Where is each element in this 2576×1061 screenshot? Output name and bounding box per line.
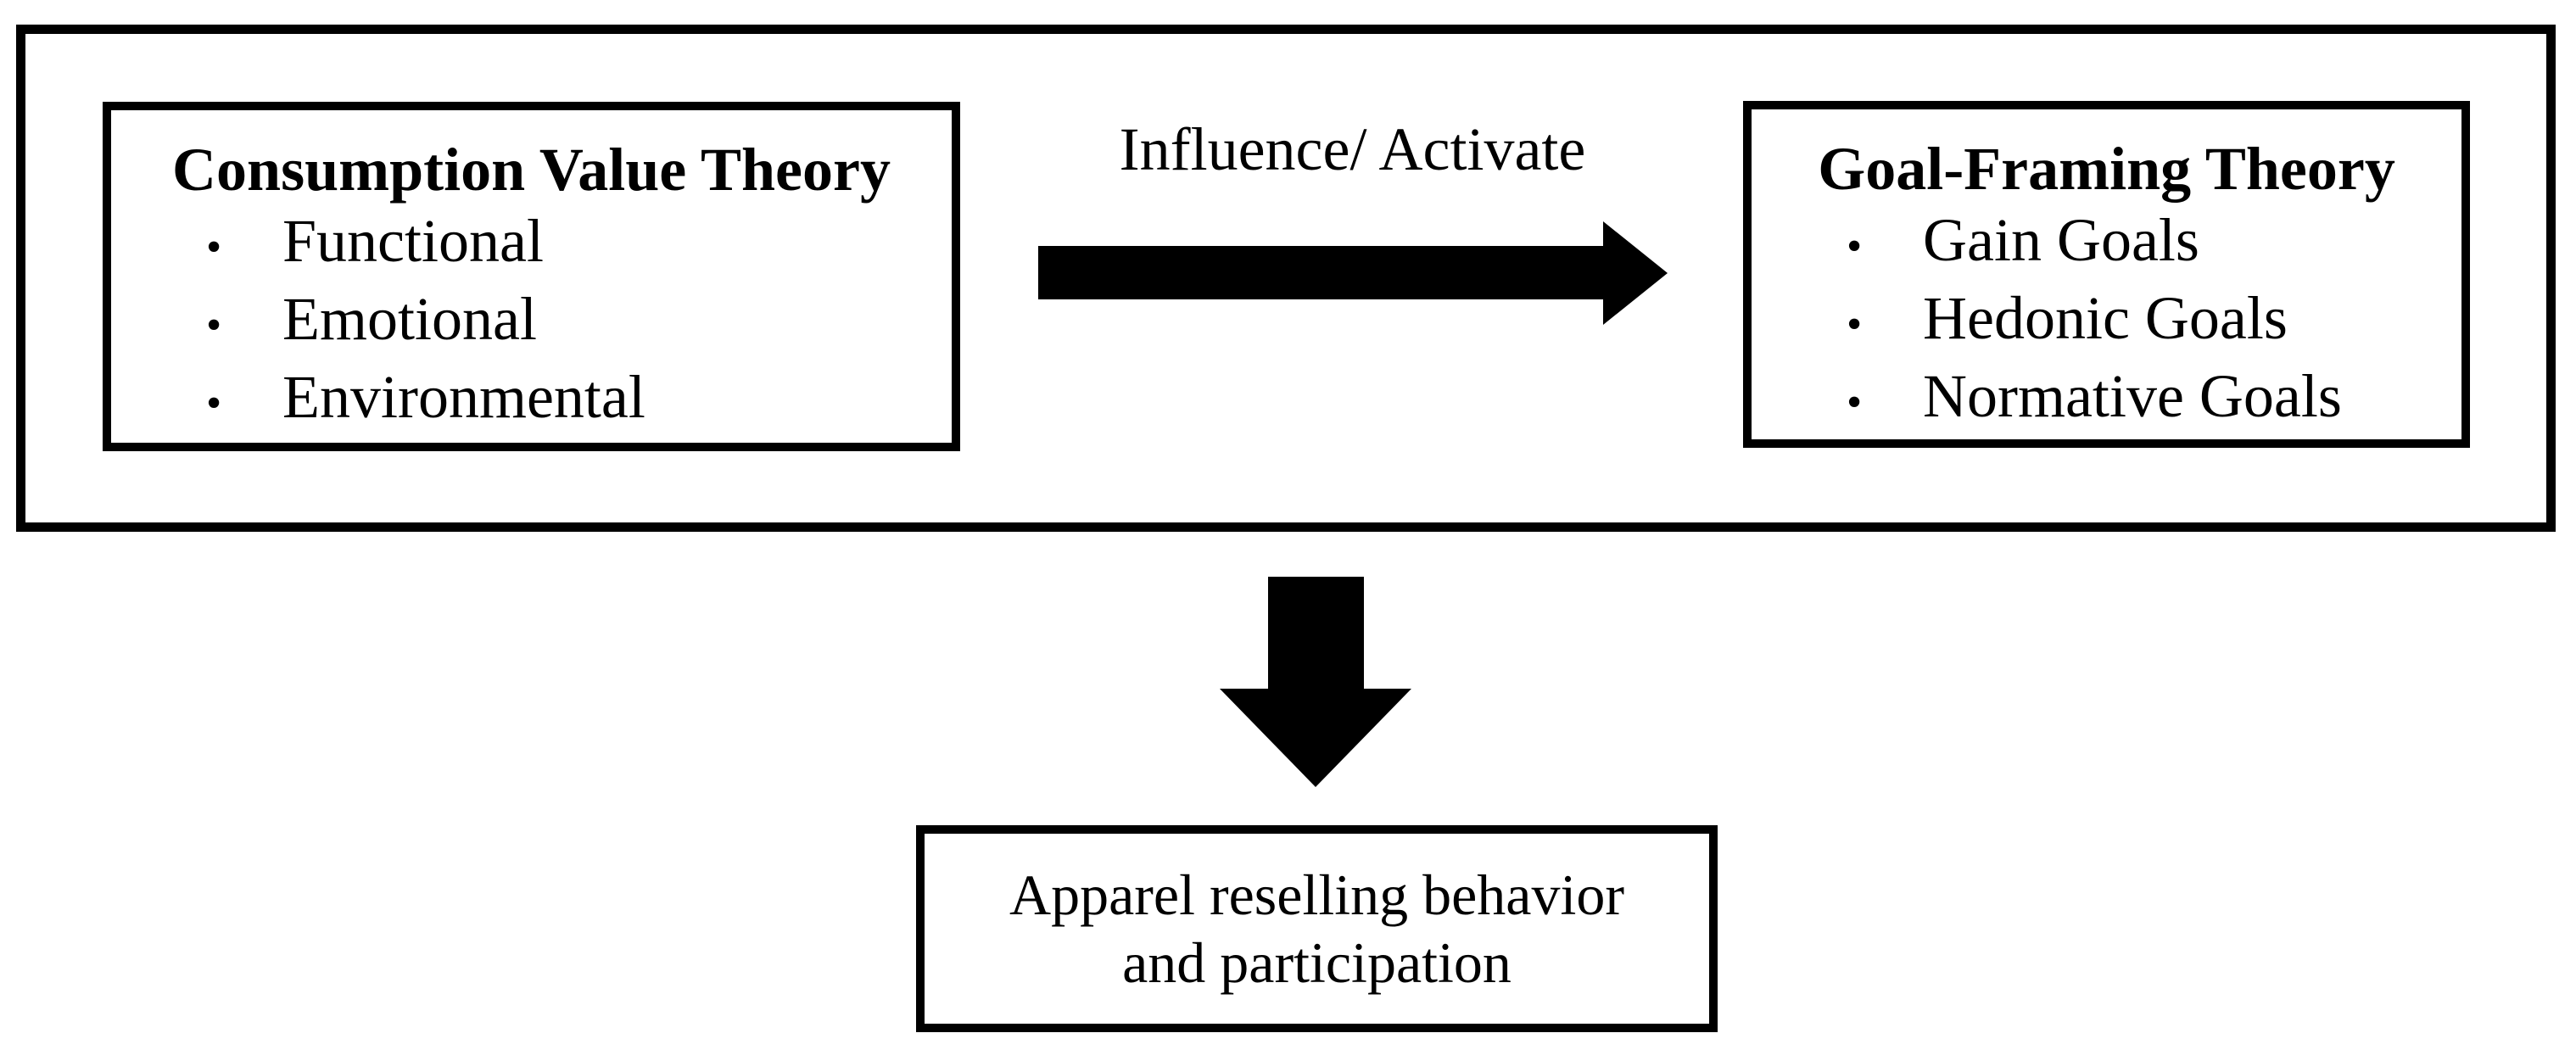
list-item-label: Normative Goals [1923, 362, 2342, 430]
list-item: • Gain Goals [1752, 204, 2461, 282]
bullet-icon: • [1847, 378, 1863, 427]
list-item-label: Environmental [282, 363, 645, 431]
influence-activate-label: Influence/ Activate [1119, 115, 1586, 183]
bullet-icon: • [206, 379, 222, 427]
list-item-label: Emotional [282, 285, 537, 353]
outcome-box: Apparel reselling behavior and participa… [916, 825, 1718, 1032]
right-arrow-shaft [1038, 246, 1603, 299]
list-item: • Emotional [111, 283, 952, 361]
list-item-label: Functional [282, 207, 544, 275]
bullet-icon: • [206, 223, 222, 271]
list-item: • Hedonic Goals [1752, 282, 2461, 360]
list-item: • Normative Goals [1752, 360, 2461, 438]
consumption-value-theory-box: Consumption Value Theory • Functional • … [103, 102, 960, 451]
outcome-line-2: and participation [1122, 930, 1512, 995]
down-arrow-shaft [1268, 577, 1364, 690]
outcome-line-1: Apparel reselling behavior [1009, 863, 1625, 927]
bullet-icon: • [206, 301, 222, 349]
right-arrow-head [1603, 221, 1668, 325]
goal-framing-list: • Gain Goals • Hedonic Goals • Normative… [1752, 204, 2461, 438]
consumption-value-list: • Functional • Emotional • Environmental [111, 205, 952, 439]
down-arrow-head [1220, 689, 1411, 787]
bullet-icon: • [1847, 300, 1863, 349]
list-item-label: Gain Goals [1923, 206, 2199, 274]
list-item: • Functional [111, 205, 952, 283]
consumption-value-theory-title: Consumption Value Theory [172, 136, 891, 204]
bullet-icon: • [1847, 222, 1863, 271]
goal-framing-theory-title: Goal-Framing Theory [1818, 135, 2395, 203]
goal-framing-theory-box: Goal-Framing Theory • Gain Goals • Hedon… [1743, 101, 2470, 448]
list-item: • Environmental [111, 361, 952, 439]
list-item-label: Hedonic Goals [1923, 284, 2288, 352]
